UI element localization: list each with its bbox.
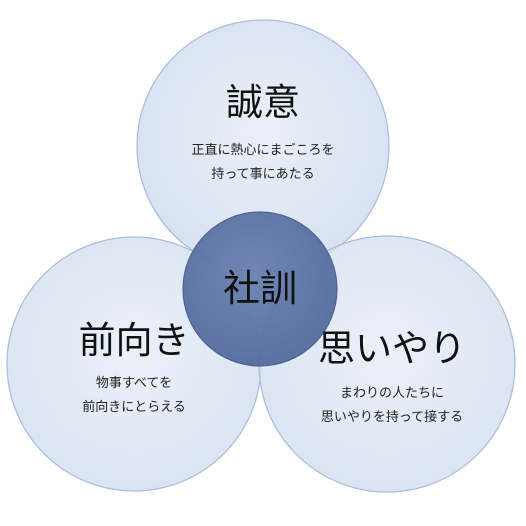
circle-center (182, 211, 338, 367)
right-circle-description-line-1: まわりの人たちに (339, 386, 444, 401)
top-circle-description-line-1: 正直に熱心にまごころを (191, 143, 335, 158)
left-circle-description-line-1: 物事すべてを (95, 376, 173, 391)
right-circle-title: 思いやり (318, 327, 466, 370)
left-circle-title: 前向き (78, 319, 190, 362)
left-circle-description-line-2: 前向きにとらえる (82, 400, 186, 415)
top-circle-title: 誠意 (226, 81, 300, 124)
top-circle-description-line-2: 持って事にあたる (211, 167, 315, 182)
center-circle-title: 社訓 (223, 267, 297, 310)
right-circle-description-line-2: 思いやりを持って接する (320, 410, 464, 425)
